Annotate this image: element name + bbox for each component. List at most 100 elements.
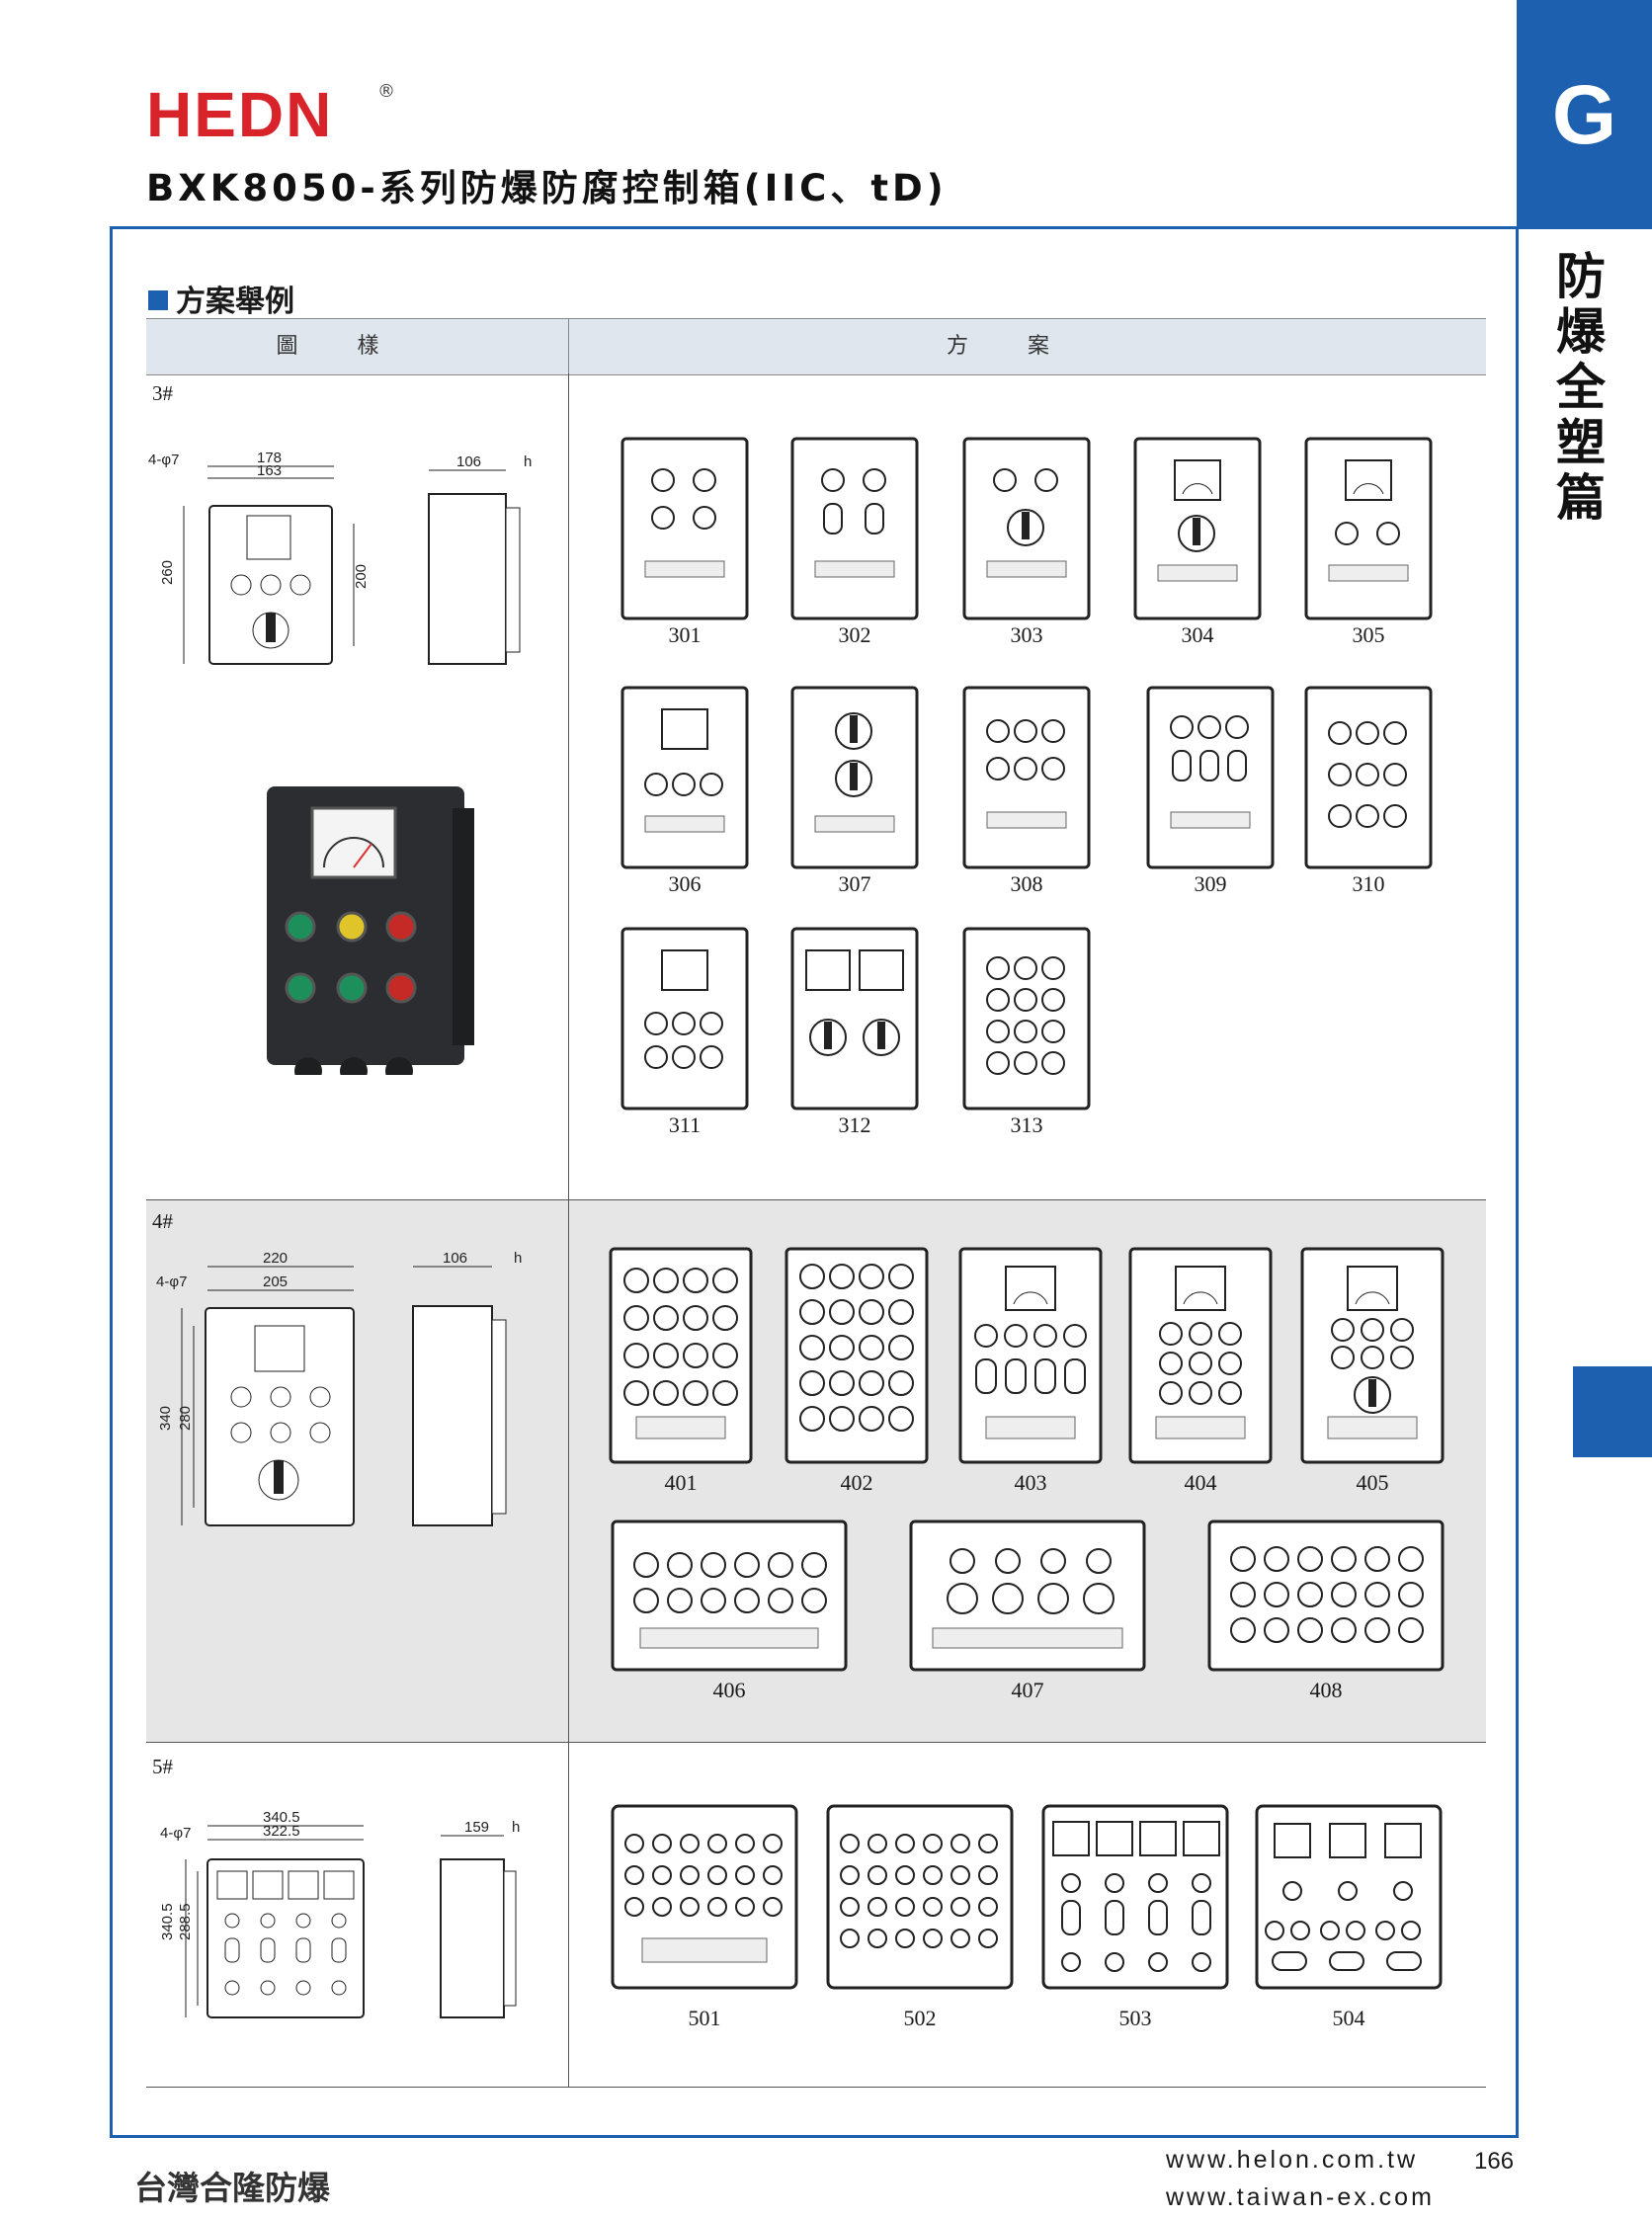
content-frame bbox=[110, 226, 1519, 2138]
dim-height: 340.5 bbox=[159, 1903, 176, 1940]
row-divider bbox=[146, 2087, 1486, 2088]
dim-width: 340.5 bbox=[263, 1809, 300, 1826]
scheme-number: 407 bbox=[1011, 1678, 1044, 1702]
scheme-card: 501 bbox=[611, 1804, 798, 2030]
registered-mark: ® bbox=[377, 81, 395, 102]
square-bullet-icon bbox=[148, 290, 168, 310]
dim-h: h bbox=[514, 1250, 522, 1267]
dim-width: 178 bbox=[257, 450, 282, 466]
scheme-number: 408 bbox=[1309, 1678, 1343, 1702]
scheme-number: 301 bbox=[668, 622, 702, 647]
vertical-section-title: 防 爆 全 塑 篇 bbox=[1549, 249, 1612, 526]
vertical-char: 爆 bbox=[1556, 303, 1606, 361]
scheme-number: 402 bbox=[840, 1470, 873, 1495]
scheme-number: 403 bbox=[1014, 1470, 1047, 1495]
scheme-card: 408 bbox=[1207, 1520, 1445, 1702]
scheme-card: 305 bbox=[1304, 437, 1433, 647]
dim-height: 340 bbox=[157, 1406, 174, 1431]
dim-hole: 4-φ7 bbox=[156, 1274, 187, 1290]
scheme-card: 403 bbox=[958, 1247, 1103, 1495]
dim-h: h bbox=[512, 1819, 520, 1836]
scheme-card: 301 bbox=[620, 437, 749, 647]
brand-logo: HEDN bbox=[146, 79, 334, 150]
dimension-drawing-5: 340.5 288.5 340.5 322.5 4-φ7 159 h bbox=[146, 1806, 561, 2037]
scheme-number: 405 bbox=[1356, 1470, 1389, 1495]
scheme-card: 304 bbox=[1133, 437, 1262, 647]
table-header: 圖樣 方案 bbox=[146, 318, 1486, 375]
product-photo bbox=[259, 779, 480, 1085]
side-marker bbox=[1573, 1366, 1652, 1457]
vertical-char: 塑 bbox=[1556, 414, 1606, 471]
scheme-card: 402 bbox=[785, 1247, 929, 1495]
scheme-number: 303 bbox=[1010, 622, 1043, 647]
scheme-card: 303 bbox=[962, 437, 1091, 647]
section-heading: 方案舉例 bbox=[148, 277, 294, 320]
scheme-card: 308 bbox=[962, 686, 1091, 896]
scheme-card: 405 bbox=[1300, 1247, 1445, 1495]
vertical-char: 全 bbox=[1556, 359, 1606, 416]
page-number: 166 bbox=[1474, 2148, 1515, 2175]
footer-url[interactable]: www.helon.com.tw bbox=[1166, 2146, 1419, 2174]
scheme-number: 311 bbox=[668, 1112, 702, 1137]
scheme-number: 302 bbox=[838, 622, 871, 647]
section-heading-text: 方案舉例 bbox=[176, 285, 294, 319]
scheme-card: 311 bbox=[620, 927, 749, 1137]
dim-height: 260 bbox=[159, 560, 176, 585]
vertical-char: 防 bbox=[1556, 248, 1606, 305]
dim-depth: 159 bbox=[464, 1819, 489, 1836]
group-label: 4# bbox=[152, 1209, 173, 1233]
dim-mount-height: 288.5 bbox=[177, 1903, 194, 1940]
scheme-card: 307 bbox=[790, 686, 919, 896]
page-title: BXK8050-系列防爆防腐控制箱(IIC、tD) bbox=[146, 167, 948, 209]
group-label: 3# bbox=[152, 381, 173, 405]
scheme-number: 310 bbox=[1352, 871, 1385, 896]
dim-mount-height: 280 bbox=[177, 1406, 194, 1431]
scheme-card: 504 bbox=[1255, 1804, 1443, 2030]
scheme-number: 406 bbox=[712, 1678, 746, 1702]
dim-depth: 106 bbox=[456, 453, 481, 470]
scheme-number: 313 bbox=[1010, 1112, 1043, 1137]
dim-mount-width: 163 bbox=[257, 462, 282, 479]
dim-width: 220 bbox=[263, 1250, 288, 1267]
dim-hole: 4-φ7 bbox=[148, 452, 179, 468]
vertical-char: 篇 bbox=[1556, 469, 1606, 527]
scheme-card: 302 bbox=[790, 437, 919, 647]
scheme-number: 503 bbox=[1118, 2006, 1152, 2030]
scheme-card: 406 bbox=[611, 1520, 848, 1702]
col-drawing-header: 圖樣 bbox=[146, 319, 569, 374]
scheme-number: 404 bbox=[1184, 1470, 1217, 1495]
scheme-number: 308 bbox=[1010, 871, 1043, 896]
dim-depth: 106 bbox=[443, 1250, 467, 1267]
scheme-number: 502 bbox=[903, 2006, 937, 2030]
column-divider bbox=[568, 373, 569, 2088]
scheme-card: 407 bbox=[909, 1520, 1146, 1702]
row-divider bbox=[146, 1199, 1486, 1200]
section-tab: G bbox=[1517, 0, 1652, 229]
scheme-number: 401 bbox=[664, 1470, 698, 1495]
dim-mount-height: 200 bbox=[353, 564, 370, 589]
row-divider bbox=[146, 1742, 1486, 1743]
dimension-drawing-4: 340 280 220 205 4-φ7 106 h bbox=[146, 1237, 561, 1537]
scheme-number: 304 bbox=[1181, 622, 1214, 647]
scheme-number: 307 bbox=[838, 871, 871, 896]
scheme-number: 306 bbox=[668, 871, 702, 896]
scheme-number: 501 bbox=[688, 2006, 721, 2030]
scheme-card: 502 bbox=[826, 1804, 1014, 2030]
scheme-card: 401 bbox=[609, 1247, 753, 1495]
scheme-card: 312 bbox=[790, 927, 919, 1137]
dim-h: h bbox=[524, 453, 532, 470]
col-scheme-header: 方案 bbox=[946, 334, 1109, 359]
scheme-number: 309 bbox=[1194, 871, 1227, 896]
dimension-drawing-3: 260 200 178 163 4-φ7 106 h bbox=[146, 435, 561, 696]
dim-hole: 4-φ7 bbox=[160, 1825, 191, 1842]
dim-mount-width: 322.5 bbox=[263, 1823, 300, 1840]
scheme-card: 313 bbox=[962, 927, 1091, 1137]
scheme-card: 503 bbox=[1041, 1804, 1229, 2030]
scheme-card: 404 bbox=[1128, 1247, 1273, 1495]
scheme-card: 309 bbox=[1146, 686, 1275, 896]
scheme-card: 306 bbox=[620, 686, 749, 896]
dim-mount-width: 205 bbox=[263, 1274, 288, 1290]
scheme-number: 312 bbox=[838, 1112, 871, 1137]
group-label: 5# bbox=[152, 1755, 173, 1778]
footer-url[interactable]: www.taiwan-ex.com bbox=[1166, 2183, 1435, 2211]
